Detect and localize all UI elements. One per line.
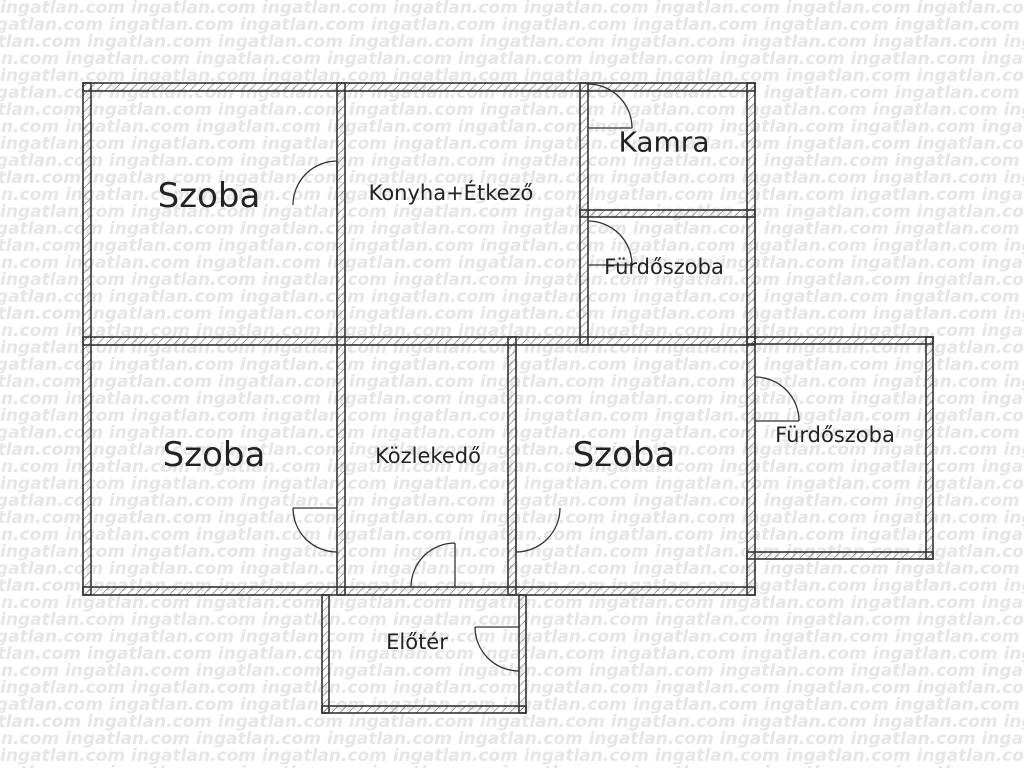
door-furdoszoba-right-icon: [754, 376, 800, 422]
room-label-furdoszoba-right: Fürdőszoba: [775, 423, 895, 447]
wall-interior-h2: [579, 209, 756, 218]
room-label-eloter: Előtér: [386, 630, 448, 654]
room-label-szoba-bottom-left: Szoba: [162, 435, 266, 475]
room-label-szoba-top-left: Szoba: [157, 176, 261, 216]
wall-outer-bottom: [82, 586, 756, 596]
room-label-kozlekedo: Közlekedő: [375, 444, 481, 468]
doors: [292, 83, 800, 672]
door-kozlekedo-icon: [410, 542, 456, 588]
wall-eloter-right: [518, 594, 527, 714]
wall-interior-v3: [507, 336, 517, 596]
door-szoba-middle-icon: [515, 507, 561, 553]
room-label-furdoszoba-upper: Fürdőszoba: [604, 255, 724, 279]
wall-interior-h1: [82, 336, 756, 346]
wall-outer-top: [82, 82, 756, 92]
wall-annex-bottom: [746, 551, 934, 560]
room-label-szoba-bottom-middle: Szoba: [572, 435, 676, 475]
room-label-konyha: Konyha+Étkező: [368, 181, 534, 205]
wall-annex-top: [746, 336, 934, 345]
door-eloter-icon: [474, 626, 520, 672]
walls: [82, 82, 934, 714]
door-szoba-left-icon: [292, 507, 338, 553]
door-furdoszoba-upper-icon: [587, 220, 633, 266]
wall-eloter-left: [321, 594, 330, 714]
door-kamra-icon: [587, 83, 633, 129]
room-label-kamra: Kamra: [618, 125, 710, 159]
wall-eloter-bottom: [321, 705, 527, 714]
door-szoba-konyha-icon: [292, 160, 338, 206]
wall-annex-right: [925, 336, 934, 560]
